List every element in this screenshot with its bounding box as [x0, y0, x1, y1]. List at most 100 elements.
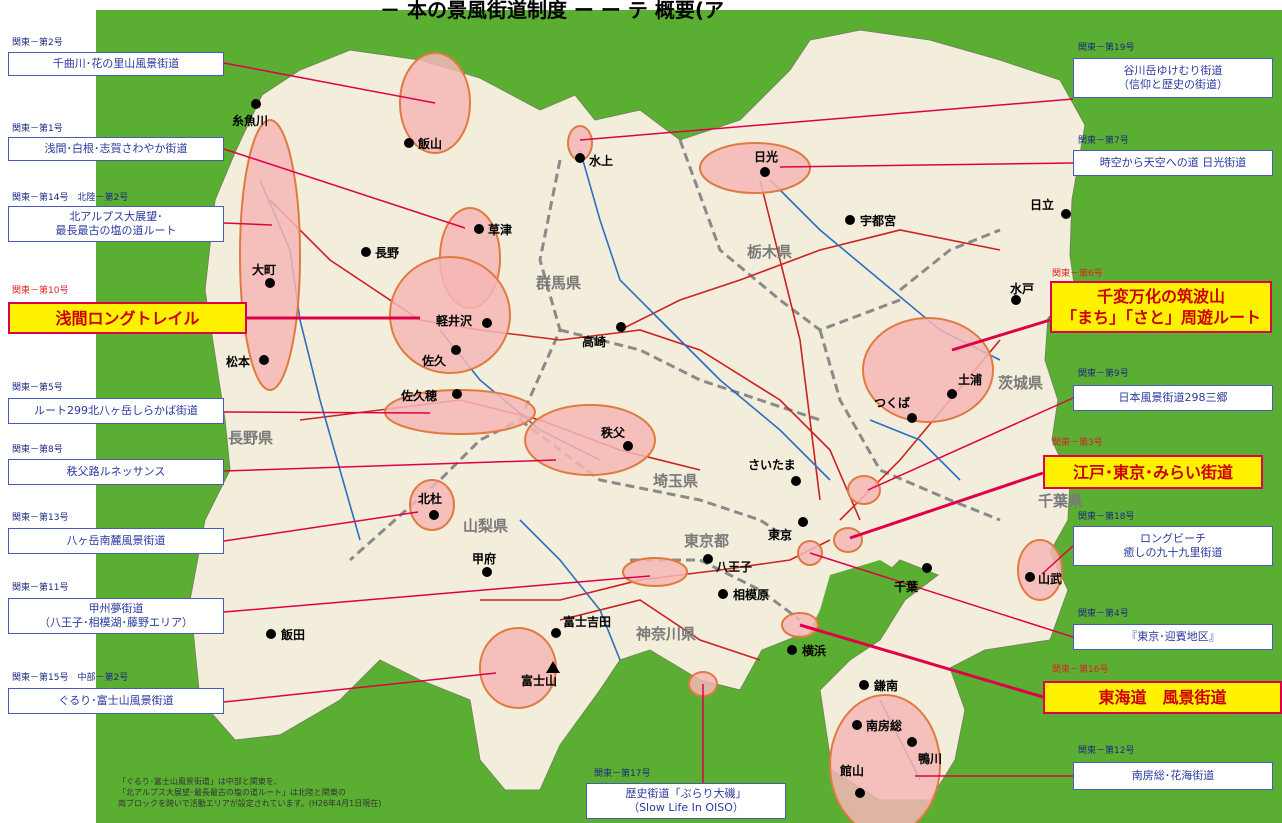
- map-title: － 本の景風街道制度 ー ー テ 概要(ア: [380, 0, 724, 22]
- route-label-text: 浅間ロングトレイル: [55, 308, 200, 328]
- place-itoigawa: 糸魚川: [232, 114, 269, 128]
- route-code-19: 関東－第19号: [1078, 43, 1135, 53]
- place-sanmu: 山武: [1038, 572, 1063, 586]
- route-label-text: ぐるり･富士山風景街道: [58, 694, 174, 707]
- pref-gunma: 群馬県: [536, 274, 582, 292]
- place-kamanan: 鎌南: [874, 679, 899, 693]
- route-label-text: 秩父路ルネッサンス: [66, 465, 166, 478]
- route-label-7[interactable]: 時空から天空への道 日光街道: [1073, 150, 1273, 176]
- place-mito: 水戸: [1010, 282, 1035, 296]
- route-label-6[interactable]: 千変万化の筑波山「まち」「さと」周遊ルート: [1050, 281, 1272, 333]
- route-label-text: 東海道 風景街道: [1098, 688, 1227, 707]
- route-label-5[interactable]: ルート299北八ヶ岳しらかば街道: [8, 398, 224, 424]
- route-label-text: 時空から天空への道 日光街道: [1099, 156, 1247, 169]
- route-code-12: 関東－第12号: [1078, 746, 1135, 756]
- route-label-9[interactable]: 日本風景街道298三郷: [1073, 385, 1273, 411]
- pref-yamanashi: 山梨県: [463, 517, 509, 535]
- pref-kanagawa: 神奈川県: [636, 625, 697, 643]
- place-kusatsu: 草津: [488, 223, 513, 237]
- route-label-text: （Slow Life In OISO）: [628, 801, 744, 814]
- route-code-17: 関東－第17号: [594, 769, 651, 779]
- route-code-18: 関東－第18号: [1078, 512, 1135, 522]
- route-label-text: 南房総･花海街道: [1131, 769, 1215, 782]
- place-minakami: 水上: [589, 154, 614, 168]
- place-iida: 飯田: [281, 628, 306, 642]
- place-nikko: 日光: [754, 150, 779, 164]
- place-sagamihara: 相模原: [733, 588, 770, 602]
- route-label-4[interactable]: 『東京･迎賓地区』: [1073, 624, 1273, 650]
- place-kamogawa: 鴨川: [918, 752, 943, 766]
- footnote: 「ぐるり･富士山風景街道」は中部と関東を、 「北アルプス大展望･最長最古の塩の道…: [118, 776, 381, 809]
- route-label-2[interactable]: 千曲川･花の里山風景街道: [8, 52, 224, 76]
- route-zones: [239, 52, 1063, 823]
- place-saku: 佐久: [422, 354, 447, 368]
- place-tsukuba: つくば: [874, 396, 911, 410]
- place-karuizawa: 軽井沢: [436, 314, 473, 328]
- route-label-11[interactable]: 甲州夢街道（八王子･相模湖･藤野エリア）: [8, 598, 224, 634]
- route-label-text: 谷川岳ゆけむり街道: [1123, 64, 1223, 77]
- place-chichibu: 秩父: [601, 426, 626, 440]
- route-code-11: 関東－第11号: [12, 583, 69, 593]
- route-label-15[interactable]: ぐるり･富士山風景街道: [8, 688, 224, 714]
- route-label-text: 『東京･迎賓地区』: [1126, 630, 1220, 643]
- place-matsumoto: 松本: [226, 355, 251, 369]
- route-label-text: 癒しの九十九里街道: [1123, 546, 1223, 559]
- place-yokohama: 横浜: [802, 644, 827, 658]
- route-label-3[interactable]: 江戸･東京･みらい街道: [1043, 455, 1263, 489]
- pref-nagano: 長野県: [228, 429, 274, 447]
- route-label-text: 「まち」「さと」周遊ルート: [1060, 308, 1261, 327]
- place-utsunomiya: 宇都宮: [860, 214, 897, 228]
- route-label-13[interactable]: 八ヶ岳南麓風景街道: [8, 528, 224, 554]
- route-label-text: 歴史街道「ぶらり大磯」: [625, 787, 747, 800]
- route-code-13: 関東－第13号: [12, 513, 69, 523]
- place-iiyama: 飯山: [418, 137, 443, 151]
- footnote-line: 「ぐるり･富士山風景街道」は中部と関東を、: [118, 777, 282, 786]
- place-omachi: 大町: [252, 263, 277, 277]
- place-saitama: さいたま: [748, 458, 796, 472]
- route-code-15: 関東－第15号 中部－第2号: [12, 673, 129, 683]
- route-label-text: 北アルプス大展望･: [69, 210, 163, 223]
- route-label-12[interactable]: 南房総･花海街道: [1073, 762, 1273, 790]
- route-label-text: 江戸･東京･みらい街道: [1072, 462, 1233, 482]
- leader-lines: [223, 62, 1074, 783]
- route-code-5: 関東－第5号: [12, 383, 63, 393]
- place-fujisan: 富士山: [521, 674, 558, 688]
- route-label-text: 日本風景街道298三郷: [1118, 391, 1228, 404]
- place-tokyo: 東京: [768, 528, 793, 542]
- place-nagano: 長野: [375, 246, 400, 260]
- footnote-line: 両ブロックを跨いで活動エリアが設定されています。(H26年4月1日現在): [118, 799, 382, 808]
- place-hokuto: 北杜: [418, 492, 443, 506]
- route-label-text: ロングビーチ: [1140, 532, 1206, 545]
- route-label-17[interactable]: 歴史街道「ぶらり大磯」（Slow Life In OISO）: [586, 783, 786, 819]
- place-takasaki: 高崎: [582, 335, 607, 349]
- footnote-line: 「北アルプス大展望･最長最古の塩の道ルート」は北陸と関東の: [118, 788, 346, 797]
- route-label-text: 八ヶ岳南麓風景街道: [66, 534, 166, 547]
- route-label-19[interactable]: 谷川岳ゆけむり街道（信仰と歴史の街道）: [1073, 58, 1273, 98]
- route-label-16[interactable]: 東海道 風景街道: [1043, 681, 1282, 714]
- place-fujiyoshida: 富士吉田: [563, 615, 612, 629]
- route-code-6: 関東－第6号: [1052, 269, 1103, 279]
- route-label-text: ルート299北八ヶ岳しらかば街道: [34, 404, 198, 417]
- place-kofu: 甲府: [472, 552, 497, 566]
- place-chiba: 千葉: [894, 580, 919, 594]
- route-label-text: 甲州夢街道: [88, 602, 144, 615]
- pref-tochigi: 栃木県: [747, 243, 793, 261]
- route-code-9: 関東－第9号: [1078, 369, 1129, 379]
- route-label-8[interactable]: 秩父路ルネッサンス: [8, 459, 224, 485]
- route-label-text: 千曲川･花の里山風景街道: [52, 57, 180, 70]
- route-code-4: 関東－第4号: [1078, 609, 1129, 619]
- route-code-2: 関東－第2号: [12, 38, 63, 48]
- route-label-text: （信仰と歴史の街道）: [1118, 78, 1228, 91]
- route-label-text: （八王子･相模湖･藤野エリア）: [39, 616, 193, 629]
- route-label-10[interactable]: 浅間ロングトレイル: [8, 302, 247, 334]
- route-label-1[interactable]: 浅間･白根･志賀さわやか街道: [8, 137, 224, 161]
- place-tsuchiura: 土浦: [958, 373, 983, 387]
- mt-fuji-marker: [546, 661, 560, 673]
- route-label-18[interactable]: ロングビーチ癒しの九十九里街道: [1073, 526, 1273, 566]
- route-label-14[interactable]: 北アルプス大展望･最長最古の塩の道ルート: [8, 206, 224, 242]
- route-code-16: 関東－第16号: [1052, 665, 1109, 675]
- route-code-10: 関東－第10号: [12, 286, 69, 296]
- route-label-text: 最長最古の塩の道ルート: [55, 224, 177, 237]
- place-hitachi: 日立: [1030, 198, 1055, 212]
